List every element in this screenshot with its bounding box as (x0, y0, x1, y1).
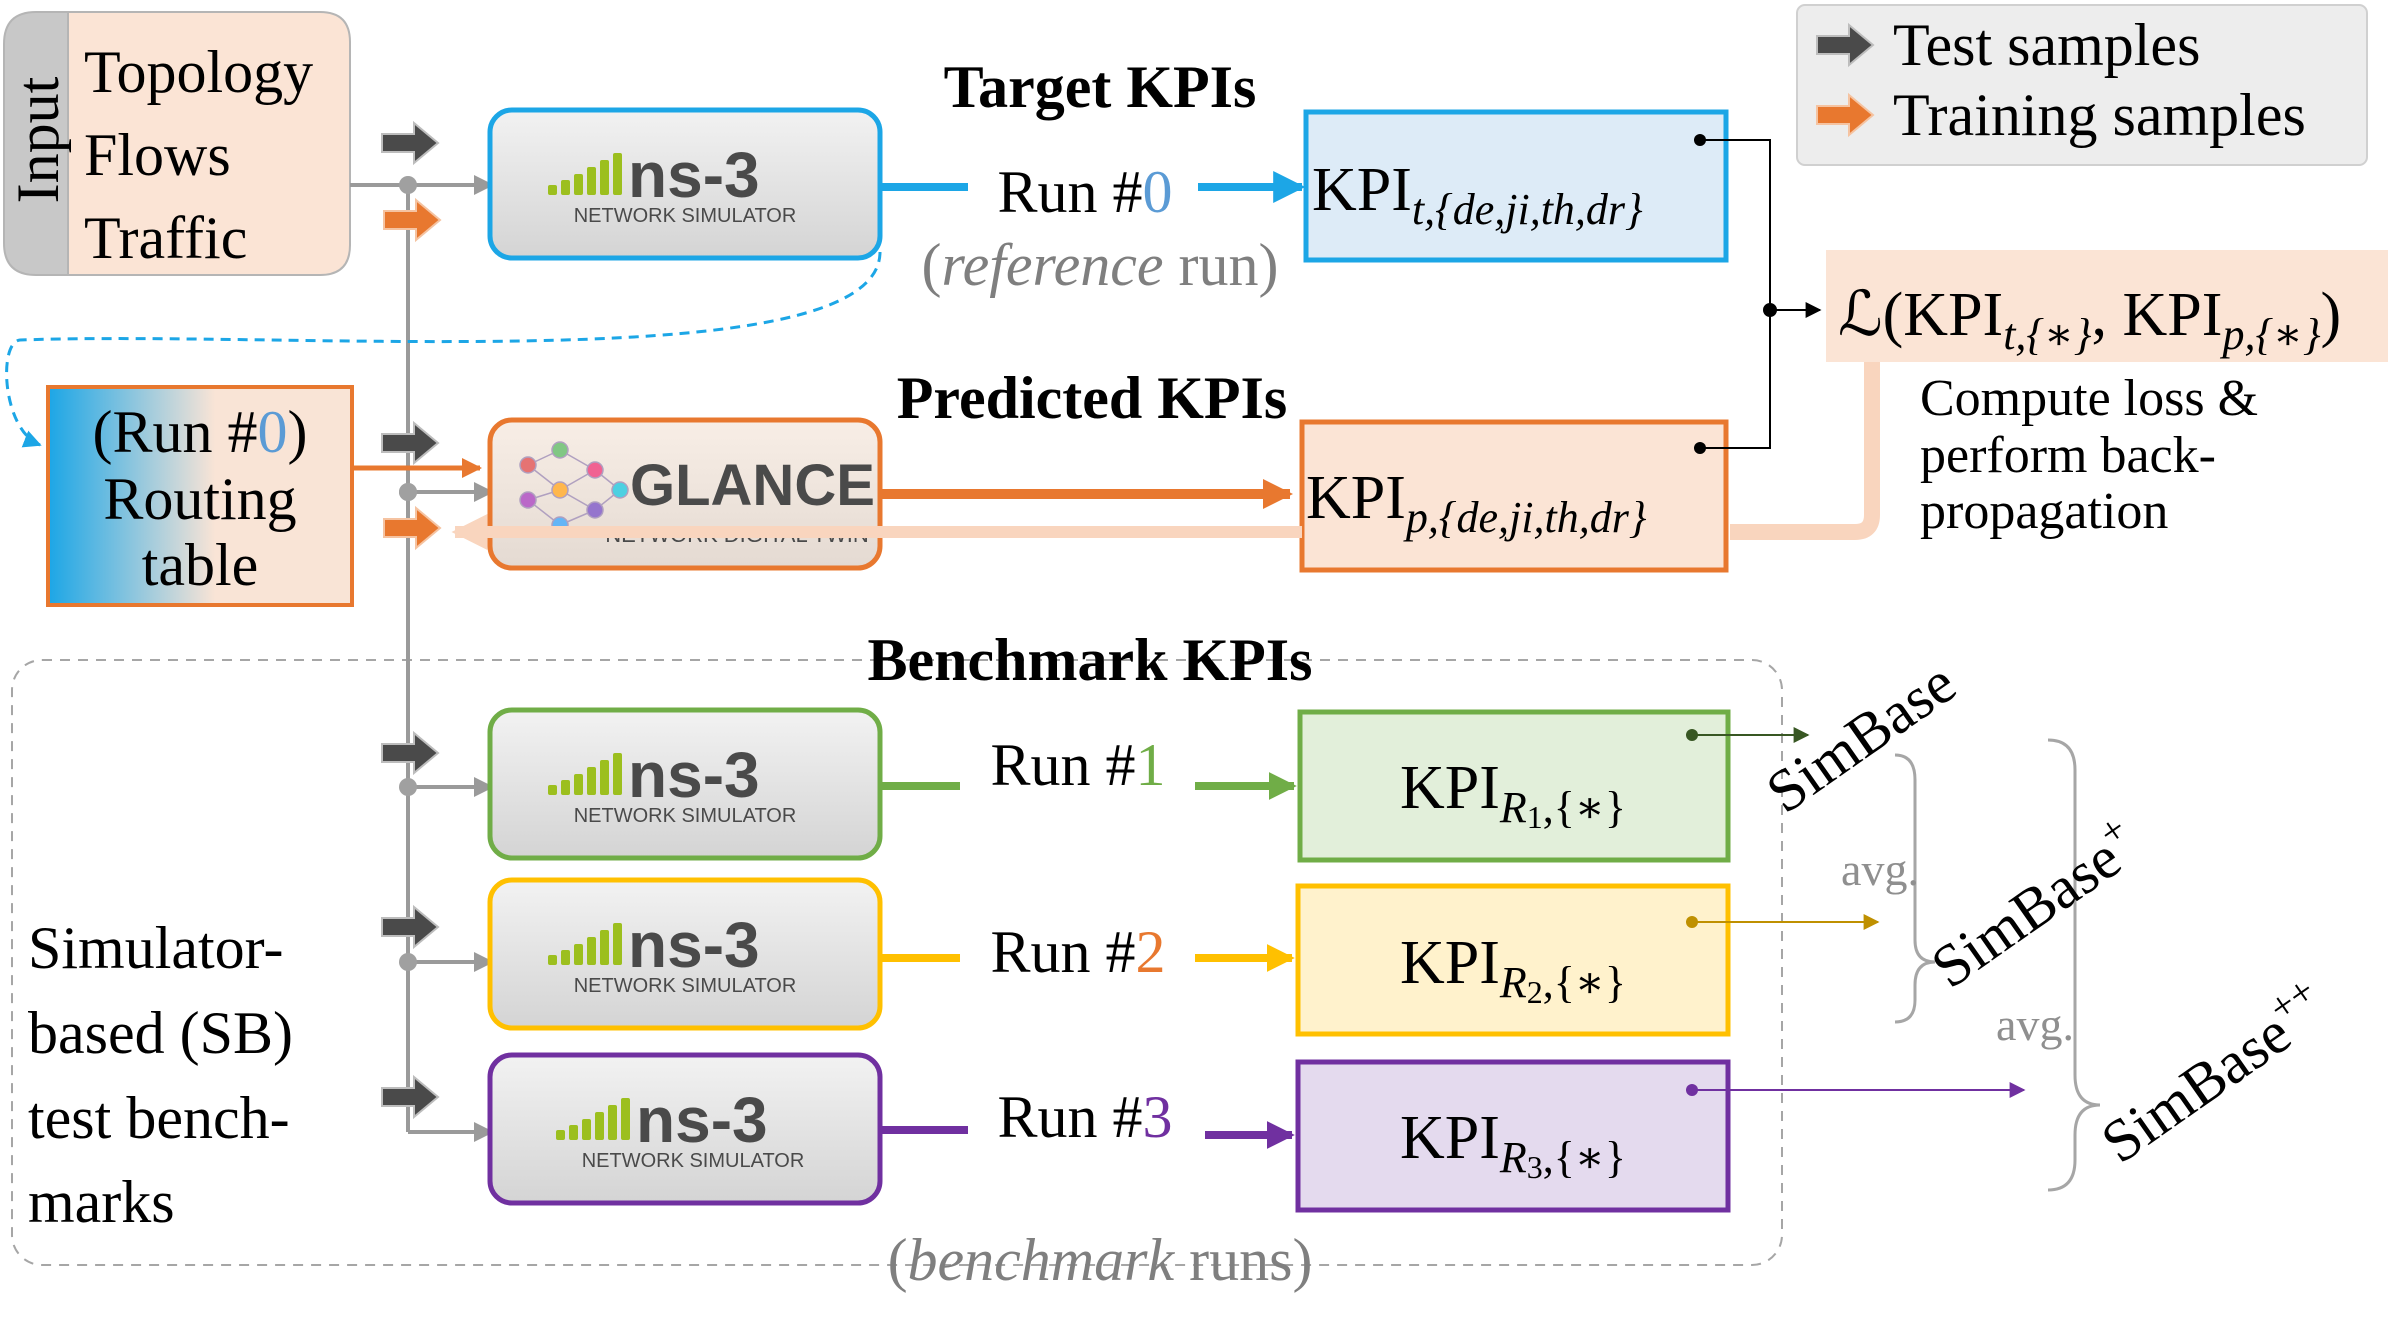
ns3-logo-text: ns-3 (636, 1084, 768, 1156)
sb-desc-2: based (SB) (28, 1000, 293, 1066)
run1-connector: Run #1 (880, 732, 1297, 800)
training-arrow-icon-2 (383, 507, 441, 549)
ns3-signal-icon (556, 1098, 630, 1140)
kpi-r3-text: KPIR3,{∗} (1400, 1104, 1626, 1185)
brace-2 (2047, 738, 2101, 1192)
kpi-r2-box: KPIR2,{∗} (1295, 883, 1731, 1037)
kpi-r2-text: KPIR2,{∗} (1400, 929, 1626, 1010)
routing-run-label: (Run #0) (93, 399, 308, 465)
run2-label: Run #2 (990, 919, 1165, 985)
ns3-subtitle: NETWORK SIMULATOR (582, 1150, 805, 1172)
kpi-r1-text: KPIR1,{∗} (1400, 754, 1626, 835)
ns3-signal-icon (548, 153, 622, 195)
backprop-line-right (1730, 360, 1880, 540)
reference-to-routing-dashed (5, 251, 882, 448)
input-label: Input (5, 76, 71, 203)
run1-label: Run #1 (990, 732, 1165, 798)
run0-label: Run #0 (997, 159, 1172, 225)
glance-block: GLANCE NETWORK DIGITAL TWIN (487, 417, 883, 571)
run2-connector: Run #2 (880, 919, 1295, 985)
loss-box: ℒ(KPIt,{∗}, KPIp,{∗}) (1826, 250, 2388, 362)
routing-label-routing: Routing (103, 466, 296, 532)
ns3-block-run2: ns-3 NETWORK SIMULATOR (487, 877, 883, 1031)
input-flows: Flows (84, 122, 231, 188)
ns3-subtitle: NETWORK SIMULATOR (574, 205, 797, 227)
input-topology: Topology (84, 39, 313, 105)
sb-desc-4: marks (28, 1169, 175, 1235)
ns3-signal-icon (548, 753, 622, 795)
legend-training-label: Training samples (1893, 82, 2306, 148)
avg-label-1: avg. (1841, 844, 1919, 895)
ns3-block-run3: ns-3 NETWORK SIMULATOR (487, 1052, 883, 1206)
simbase-label: SimBase (1755, 649, 1968, 825)
input-traffic: Traffic (84, 205, 247, 271)
junction-dot-glance (399, 483, 417, 501)
loss-desc-3: propagation (1920, 483, 2168, 540)
glance-logo-text: GLANCE (630, 453, 875, 518)
kpi-r3-box: KPIR3,{∗} (1295, 1059, 1731, 1213)
ns3-subtitle: NETWORK SIMULATOR (574, 975, 797, 997)
loss-desc-1: Compute loss & (1920, 370, 2258, 427)
loss-formula: ℒ(KPIt,{∗}, KPIp,{∗}) (1838, 281, 2341, 359)
benchmark-kpis-title: Benchmark KPIs (867, 627, 1312, 693)
run3-label: Run #3 (997, 1084, 1172, 1150)
neural-network-icon (519, 441, 629, 534)
test-arrow-icon-1 (381, 122, 439, 164)
reference-run-label: (reference run) (921, 232, 1278, 298)
avg-label-2: avg. (1996, 999, 2074, 1050)
ns3-block-run1: ns-3 NETWORK SIMULATOR (487, 707, 883, 861)
kpi-r1-box: KPIR1,{∗} (1297, 709, 1731, 863)
run0-connector: Run #0 (880, 159, 1306, 225)
ns3-block-reference: ns-3 NETWORK SIMULATOR (487, 107, 883, 261)
simbase-plus-label: SimBase+ (1916, 806, 2151, 1001)
kpi-predicted-box: KPIp,{de,ji,th,dr} (1299, 419, 1729, 573)
ns3-logo-text: ns-3 (628, 739, 760, 811)
sb-desc-3: test bench- (28, 1085, 290, 1151)
ns3-signal-icon (548, 923, 622, 965)
predicted-kpis-title: Predicted KPIs (897, 365, 1288, 431)
target-kpis-title: Target KPIs (944, 54, 1257, 120)
routing-label-table: table (142, 532, 259, 598)
ns3-logo-text: ns-3 (628, 909, 760, 981)
kpi-target-box: KPIt,{de,ji,th,dr} (1303, 109, 1729, 263)
routing-table-box: (Run #0) Routing table (46, 385, 354, 607)
run3-connector: Run #3 (880, 1084, 1295, 1150)
sb-desc-1: Simulator- (28, 915, 283, 981)
ns3-logo-text: ns-3 (628, 139, 760, 211)
kpi-predicted-text: KPIp,{de,ji,th,dr} (1306, 464, 1647, 542)
benchmark-container (11, 659, 1783, 1266)
input-box: Input Topology Flows Traffic (3, 11, 351, 276)
loss-desc-2: perform back- (1920, 427, 2216, 484)
simbase-plusplus-label: SimBase++ (2086, 968, 2340, 1176)
loss-connectors (1700, 139, 1822, 449)
training-arrow-icon-1 (383, 199, 441, 241)
kpi-target-text: KPIt,{de,ji,th,dr} (1312, 156, 1643, 234)
ns3-subtitle: NETWORK SIMULATOR (574, 805, 797, 827)
legend: Test samples Training samples (1796, 4, 2368, 166)
distribution-lines (350, 175, 494, 1142)
benchmark-runs-label: (benchmark runs) (888, 1227, 1313, 1293)
brace-1 (1894, 753, 1936, 1024)
legend-test-label: Test samples (1893, 12, 2200, 78)
